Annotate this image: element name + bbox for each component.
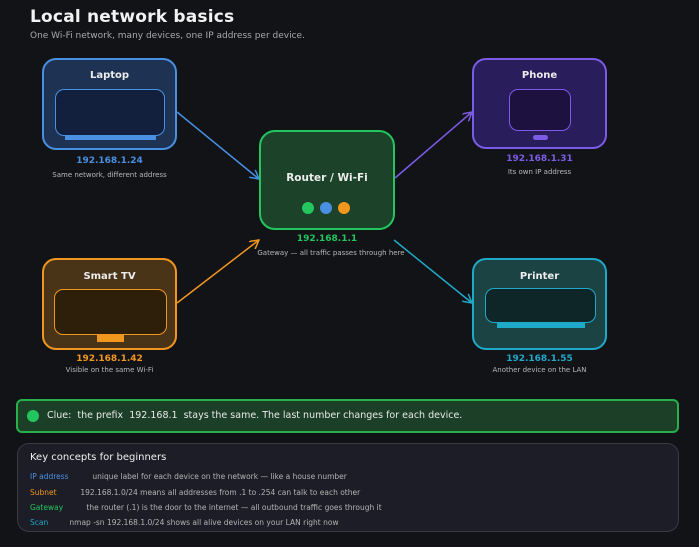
phone-note: Its own IP address bbox=[507, 168, 572, 176]
key-concepts-panel: Key concepts for beginners IP address un… bbox=[17, 443, 679, 532]
concept-desc: the router (.1) is the door to the inter… bbox=[86, 503, 382, 512]
concept-row: Gateway the router (.1) is the door to t… bbox=[30, 503, 382, 512]
arrow-tv-to-router bbox=[176, 240, 259, 304]
key-concepts-heading: Key concepts for beginners bbox=[30, 452, 167, 463]
concept-row: IP address unique label for each device … bbox=[30, 472, 347, 481]
router-ip: 192.168.1.1 bbox=[296, 234, 358, 244]
clue-banner: Clue: the prefix 192.168.1 stays the sam… bbox=[16, 399, 679, 433]
concept-desc: nmap -sn 192.168.1.0/24 shows all alive … bbox=[69, 518, 339, 527]
concept-term: IP address bbox=[30, 472, 69, 481]
concept-term: Scan bbox=[30, 518, 49, 527]
concept-row: Subnet 192.168.1.0/24 means all addresse… bbox=[30, 488, 360, 497]
router-node[interactable]: Router / Wi-Fi bbox=[259, 130, 395, 230]
concept-row: Scan nmap -sn 192.168.1.0/24 shows all a… bbox=[30, 518, 339, 527]
clue-indicator-icon bbox=[27, 410, 39, 422]
printer-note: Another device on the LAN bbox=[492, 366, 587, 374]
laptop-ip: 192.168.1.24 bbox=[76, 156, 143, 166]
printer-paper-tray-icon bbox=[497, 323, 585, 328]
phone-home-button-icon bbox=[533, 135, 548, 140]
smart-tv-stand-icon bbox=[97, 335, 124, 342]
smart-tv-node[interactable]: Smart TV bbox=[42, 258, 177, 350]
clue-text: Clue: the prefix 192.168.1 stays the sam… bbox=[47, 410, 463, 421]
laptop-keyboard-icon bbox=[65, 135, 156, 140]
printer-label: Printer bbox=[519, 271, 560, 282]
printer-ip: 192.168.1.55 bbox=[506, 354, 573, 364]
concept-desc: 192.168.1.0/24 means all addresses from … bbox=[80, 488, 361, 497]
phone-screen-icon bbox=[509, 89, 571, 131]
phone-label: Phone bbox=[521, 70, 558, 81]
printer-node[interactable]: Printer bbox=[472, 258, 607, 350]
printer-body-icon bbox=[485, 288, 596, 323]
laptop-node[interactable]: Laptop bbox=[42, 58, 177, 150]
smart-tv-note: Visible on the same Wi-Fi bbox=[65, 366, 154, 374]
concept-desc: unique label for each device on the netw… bbox=[92, 472, 347, 481]
arrow-router-to-printer bbox=[393, 239, 472, 303]
laptop-screen-icon bbox=[55, 89, 165, 136]
page-title: Local network basics bbox=[30, 7, 235, 27]
status-light-green-icon bbox=[302, 202, 314, 214]
connection-arrows bbox=[176, 0, 699, 400]
smart-tv-screen-icon bbox=[54, 289, 167, 335]
laptop-label: Laptop bbox=[89, 70, 130, 81]
status-light-orange-icon bbox=[338, 202, 350, 214]
smart-tv-ip: 192.168.1.42 bbox=[76, 354, 143, 364]
router-label: Router / Wi-Fi bbox=[286, 172, 368, 184]
laptop-note: Same network, different address bbox=[52, 171, 167, 179]
status-light-blue-icon bbox=[320, 202, 332, 214]
page-subtitle: One Wi-Fi network, many devices, one IP … bbox=[30, 31, 305, 41]
phone-ip: 192.168.1.31 bbox=[506, 154, 573, 164]
router-note: Gateway — all traffic passes through her… bbox=[257, 249, 405, 257]
arrow-laptop-to-router bbox=[176, 111, 259, 179]
smart-tv-label: Smart TV bbox=[83, 271, 136, 282]
concept-term: Subnet bbox=[30, 488, 57, 497]
router-status-lights bbox=[302, 202, 352, 215]
phone-node[interactable]: Phone bbox=[472, 58, 607, 149]
concept-term: Gateway bbox=[30, 503, 64, 512]
arrow-router-to-phone bbox=[394, 112, 472, 179]
